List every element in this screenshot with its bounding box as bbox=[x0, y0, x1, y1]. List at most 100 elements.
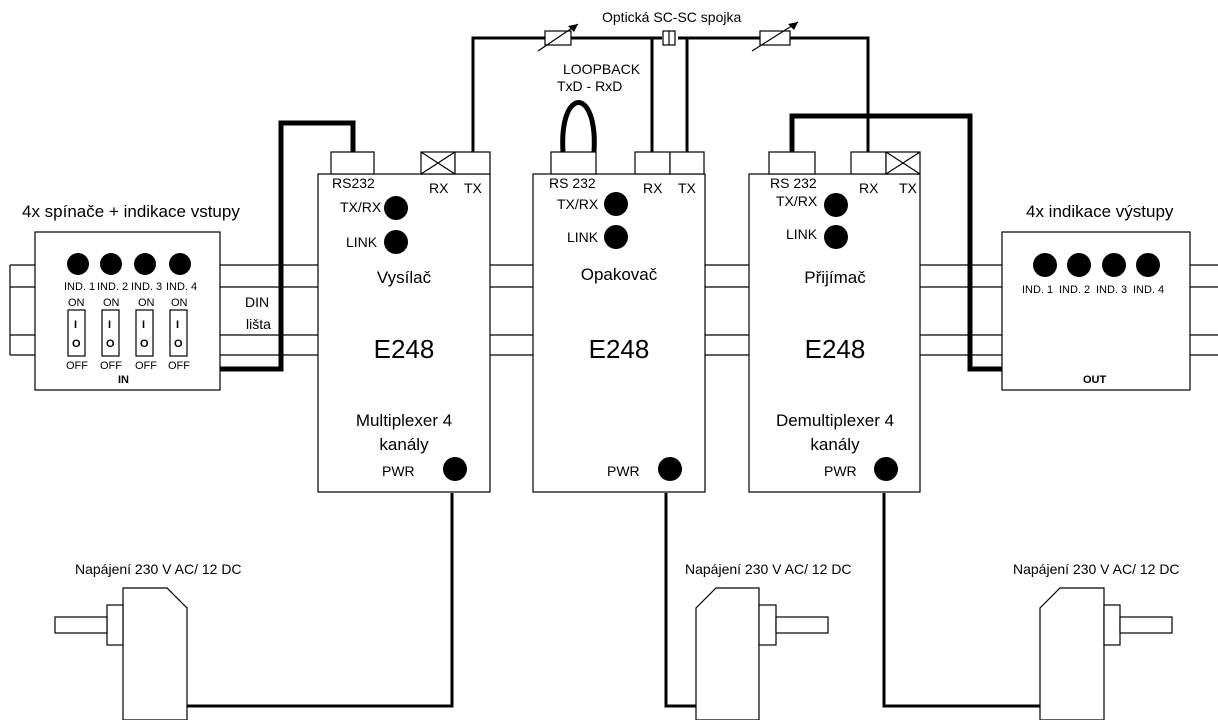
link-led-label: LINK bbox=[786, 226, 818, 242]
switch-body bbox=[135, 309, 154, 357]
attenuator-left bbox=[537, 23, 579, 52]
tx-label: TX bbox=[899, 180, 918, 196]
tx-label: TX bbox=[464, 180, 483, 196]
power-supply-body bbox=[695, 587, 760, 720]
pwr-led bbox=[658, 457, 682, 481]
device-repeater: RS 232 RX TX TX/RX LINK Opakovač E248 PW… bbox=[532, 151, 706, 493]
switch-glyph-o: O bbox=[174, 338, 183, 350]
output-module-caption: 4x indikace výstupy bbox=[1026, 202, 1174, 221]
power-supply-body bbox=[122, 587, 188, 720]
switch-glyph-o: O bbox=[72, 338, 81, 350]
loopback-cable: LOOPBACK TxD - RxD bbox=[557, 61, 641, 153]
power-supply-2: Napájení 230 V AC/ 12 DC bbox=[685, 561, 852, 720]
power-supply-3: Napájení 230 V AC/ 12 DC bbox=[1013, 561, 1180, 720]
indicator-led bbox=[1067, 253, 1091, 277]
switch-on-label: ON bbox=[103, 297, 120, 309]
txrx-led bbox=[604, 192, 628, 216]
rx-port bbox=[634, 151, 671, 175]
txrx-led-label: TX/RX bbox=[776, 193, 818, 209]
switch-glyph-o: O bbox=[140, 338, 149, 350]
power-supply-plug bbox=[1119, 616, 1173, 634]
indicator-label: IND. 3 bbox=[131, 281, 162, 293]
power-supply-plug bbox=[775, 616, 829, 634]
sc-sc-coupler bbox=[662, 30, 676, 46]
device-name: Vysílač bbox=[377, 268, 432, 287]
rs232-cable-output bbox=[789, 113, 1002, 372]
switch-glyph-i: I bbox=[108, 319, 111, 331]
switch-3: ON I O OFF bbox=[135, 297, 157, 372]
rx-port-blocked-cross bbox=[420, 151, 456, 175]
switch-off-label: OFF bbox=[66, 360, 88, 372]
indicator-led bbox=[67, 253, 89, 275]
rx-port bbox=[850, 151, 887, 175]
txrx-led-label: TX/RX bbox=[557, 196, 599, 212]
input-module-caption: 4x spínače + indikace vstupy bbox=[22, 202, 240, 221]
indicator-led bbox=[134, 253, 156, 275]
device-body bbox=[317, 173, 491, 493]
input-module-footer: IN bbox=[118, 374, 129, 386]
coupler-label: Optická SC-SC spojka bbox=[602, 9, 741, 25]
power-supply-flange bbox=[106, 604, 124, 646]
indicator-label: IND. 1 bbox=[64, 281, 95, 293]
pwr-led bbox=[443, 457, 467, 481]
switch-body bbox=[101, 309, 120, 357]
attenuator-arrowhead bbox=[788, 22, 798, 30]
din-rail-label: DIN lišta bbox=[245, 294, 271, 332]
rs232-port bbox=[330, 151, 375, 175]
indicator-label: IND. 4 bbox=[166, 281, 197, 293]
power-supply-label: Napájení 230 V AC/ 12 DC bbox=[685, 561, 852, 577]
indicator-led bbox=[100, 253, 122, 275]
power-supply-body bbox=[1039, 587, 1105, 720]
txrx-led bbox=[824, 193, 848, 217]
device-transmitter: RS232 RX TX TX/RX LINK Vysílač E248 Mult… bbox=[317, 151, 491, 493]
switch-body bbox=[67, 309, 86, 357]
rx-label: RX bbox=[429, 180, 449, 196]
switch-glyph-o: O bbox=[106, 338, 115, 350]
power-supply-flange bbox=[1103, 604, 1121, 646]
indicator-label: IND. 4 bbox=[1133, 284, 1164, 296]
rs232-label: RS 232 bbox=[770, 175, 817, 191]
power-supply-plug bbox=[54, 616, 108, 634]
device-function-line1: Demultiplexer 4 bbox=[776, 411, 894, 430]
switch-on-label: ON bbox=[171, 297, 188, 309]
indicator-label: IND. 1 bbox=[1022, 284, 1053, 296]
din-rail bbox=[9, 264, 1218, 356]
link-led-label: LINK bbox=[567, 229, 599, 245]
power-supply-flange bbox=[758, 604, 777, 646]
output-module-box bbox=[1001, 231, 1191, 391]
indicator-led bbox=[1102, 253, 1126, 277]
indicator-label: IND. 3 bbox=[1096, 284, 1127, 296]
power-cable-1 bbox=[187, 493, 454, 708]
switch-4: ON I O OFF bbox=[168, 297, 190, 372]
device-model: E248 bbox=[805, 334, 866, 364]
rs232-port bbox=[550, 151, 597, 175]
switch-1: ON I O OFF bbox=[66, 297, 88, 372]
optical-fibre: Optická SC-SC spojka bbox=[471, 9, 870, 152]
tx-port bbox=[454, 151, 491, 175]
pwr-label: PWR bbox=[824, 463, 857, 479]
tx-port bbox=[669, 151, 705, 175]
device-model: E248 bbox=[589, 334, 650, 364]
attenuator-arrow bbox=[751, 21, 799, 52]
txrx-led bbox=[384, 196, 408, 220]
rx-label: RX bbox=[859, 180, 879, 196]
input-switches: ON I O OFF ON I O OFF ON I O OFF ON bbox=[66, 297, 190, 372]
link-led bbox=[824, 225, 848, 249]
link-led-label: LINK bbox=[346, 234, 378, 250]
indicator-led bbox=[1136, 253, 1160, 277]
attenuator-right bbox=[751, 21, 799, 52]
indicator-led bbox=[1033, 253, 1057, 277]
device-name: Přijímač bbox=[804, 268, 866, 287]
link-led bbox=[384, 230, 408, 254]
device-receiver: RS 232 RX TX TX/RX LINK Přijímač E248 De… bbox=[748, 151, 921, 493]
rs232-label: RS232 bbox=[332, 175, 375, 191]
pwr-label: PWR bbox=[382, 463, 415, 479]
switch-on-label: ON bbox=[68, 297, 85, 309]
power-cable-3 bbox=[882, 493, 1040, 708]
input-indicators: IND. 1 IND. 2 IND. 3 IND. 4 bbox=[64, 253, 197, 293]
device-function-line1: Multiplexer 4 bbox=[356, 411, 452, 430]
rs232-label: RS 232 bbox=[549, 175, 596, 191]
switch-off-label: OFF bbox=[100, 360, 122, 372]
link-led bbox=[604, 225, 628, 249]
